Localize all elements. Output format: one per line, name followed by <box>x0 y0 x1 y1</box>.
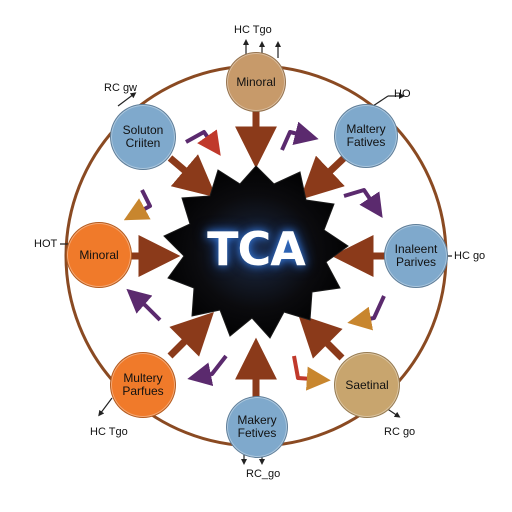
curved-arrow-5 <box>292 355 331 391</box>
node-label: Minoral <box>79 247 119 262</box>
tag-upper-right: HO <box>394 88 411 100</box>
curved-arrow-4 <box>347 295 386 331</box>
node-lower-right: Saetinal <box>334 352 400 418</box>
node-label: Saetinal <box>345 377 389 392</box>
node-lower-left: Multery Parfues <box>110 352 176 418</box>
curved-arrow-2 <box>280 121 319 151</box>
spoke-upper-left <box>167 154 217 198</box>
curved-arrows <box>123 121 386 391</box>
spokes <box>126 108 386 402</box>
tag-bottom: RC_go <box>246 468 281 480</box>
node-right: Inaleent Parives <box>384 224 448 288</box>
node-label: Multery Parfues <box>122 371 164 398</box>
node-bottom: Makery Fetives <box>226 396 288 458</box>
spoke-lower-right <box>298 314 345 361</box>
curved-arrow-8 <box>123 189 152 221</box>
curved-arrow-6 <box>187 354 228 387</box>
center-label: TCA <box>207 222 306 276</box>
spoke-upper-right <box>299 155 347 200</box>
curved-arrow-7 <box>126 288 162 322</box>
node-label: Inaleent Parives <box>394 242 438 269</box>
tag-lower-right: RC go <box>384 426 416 438</box>
node-label: Minoral <box>236 74 276 89</box>
node-label: Maltery Fatives <box>346 122 386 149</box>
tag-lower-left: HC Tgo <box>90 426 128 438</box>
center-gear <box>163 165 349 339</box>
curved-arrow-3 <box>343 188 383 218</box>
tag-left: HOT <box>34 238 58 250</box>
tag-upper-left: RC gw <box>104 82 138 94</box>
node-left: Minoral <box>66 222 132 288</box>
curved-arrow-1 <box>185 129 221 156</box>
node-upper-right: Maltery Fatives <box>334 104 398 168</box>
tag-right: HC go <box>454 250 486 262</box>
spoke-lower-left <box>167 312 214 359</box>
node-label: Makery Fetives <box>237 413 277 440</box>
node-label: Soluton Criiten <box>122 123 164 150</box>
node-upper-left: Soluton Criiten <box>110 104 176 170</box>
tag-top: HC Tgo <box>234 24 272 36</box>
node-top: Minoral <box>226 52 286 112</box>
